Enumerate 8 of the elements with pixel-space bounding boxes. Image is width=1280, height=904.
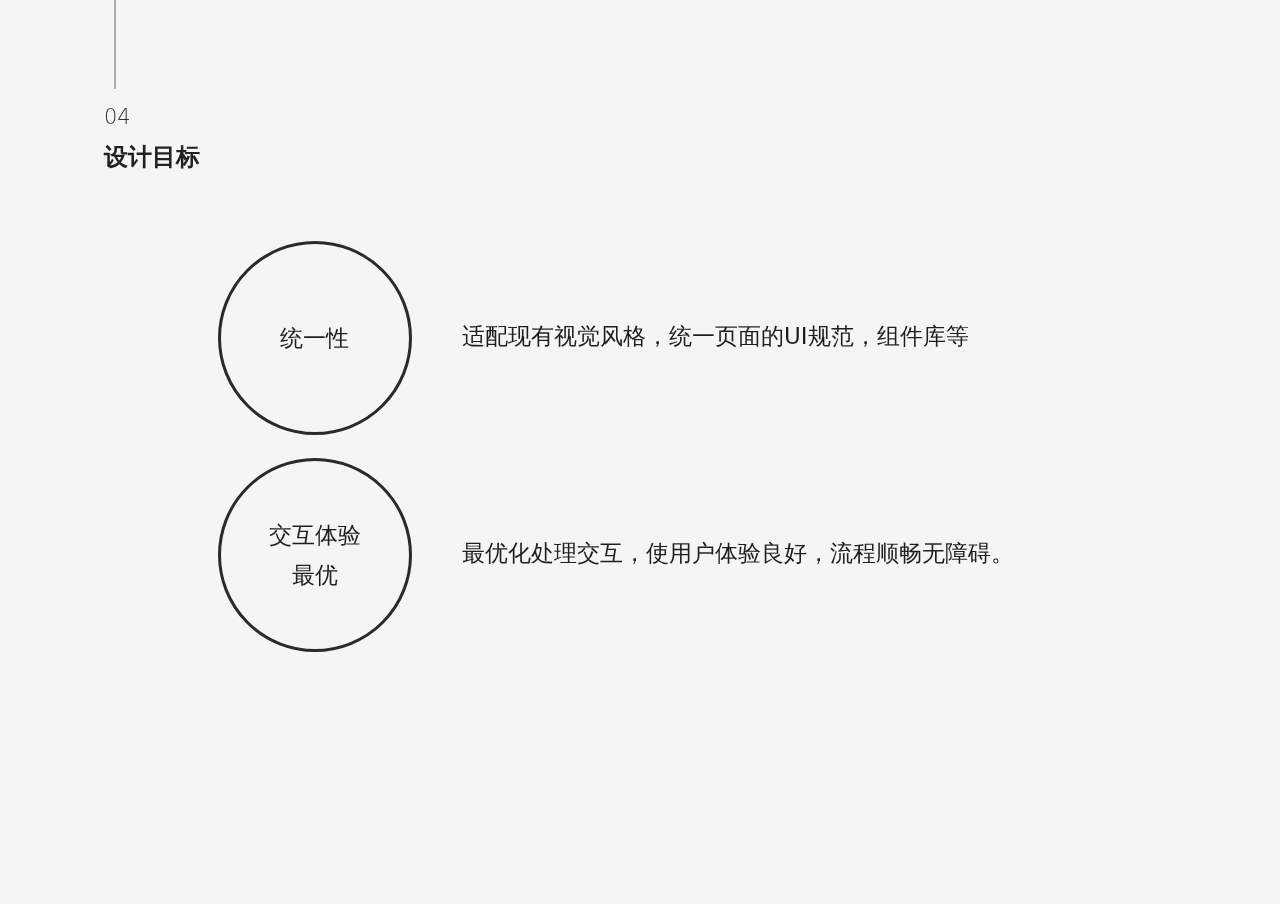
- description-text: 最优化处理交互，使用户体验良好，流程顺畅无障碍。: [462, 539, 1014, 568]
- node-label: 统一性: [279, 324, 351, 353]
- circle-node: [218, 241, 412, 435]
- description-text: 适配现有视觉风格，统一页面的UI规范，组件库等: [462, 322, 969, 351]
- node-label: 交互体验最优: [268, 521, 362, 590]
- section-title: 设计目标: [104, 142, 200, 173]
- section-number: 04: [104, 104, 131, 130]
- circle-node: [218, 458, 412, 652]
